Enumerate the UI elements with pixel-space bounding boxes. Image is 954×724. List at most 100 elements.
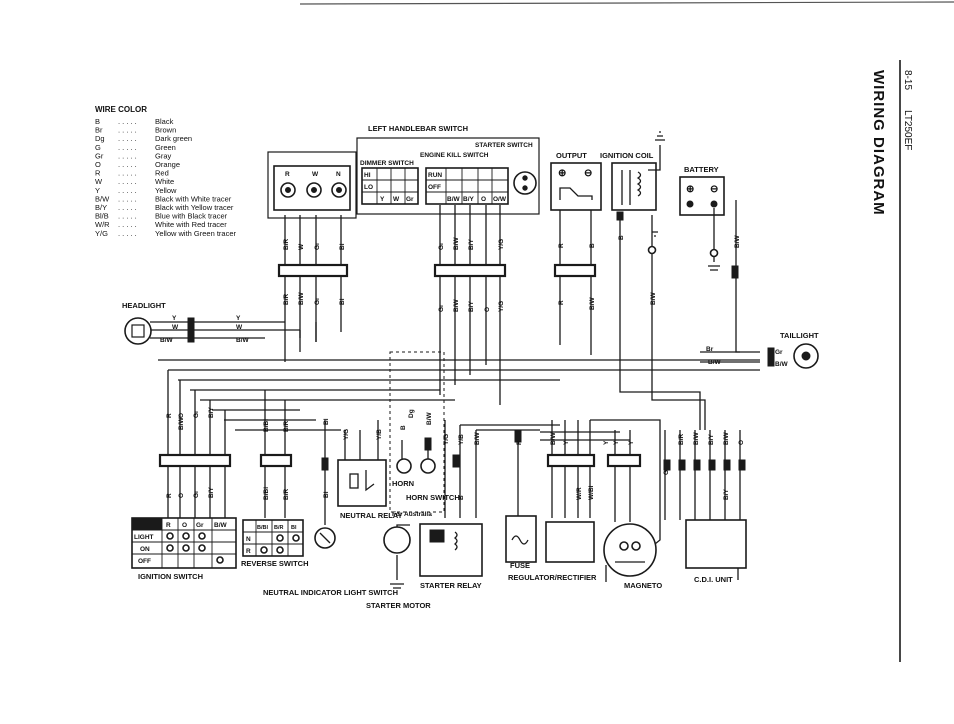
ign-col-r: R (166, 522, 171, 529)
wire-tag: Y (613, 440, 620, 445)
page-title: WIRING DIAGRAM (870, 70, 887, 216)
wire-tag: B/Bl (263, 487, 270, 500)
wire-tag: R (516, 440, 523, 445)
wire-color-code: Y/G (95, 229, 108, 238)
reverse-switch: B/Bl B/R Bl N R REVERSE SWITCH (241, 519, 309, 568)
wire-color-dots: . . . . . (118, 169, 137, 178)
wire-tag: Gr (193, 490, 200, 498)
wire-tag: B/R (283, 421, 290, 433)
horn-switch-icon (420, 458, 436, 474)
wire-tag: B/W (693, 432, 700, 446)
wire-color-dots: . . . . . (118, 160, 137, 169)
wire-tag: Gr (314, 297, 321, 305)
rev-row-r: R (246, 548, 251, 555)
ignition-switch: R O Gr B/W LIGHT ON OFF IGNITION SWITCH (131, 517, 237, 581)
wire-color-dots: . . . . . (118, 220, 137, 229)
wire-tag: B/Bl (263, 419, 270, 432)
wire-color-dots: . . . . . (118, 203, 137, 212)
wire-tag: B/R (283, 239, 290, 251)
ign-row-on: ON (140, 546, 150, 553)
fuse: FUSE (505, 515, 537, 570)
left-handlebar-switch-label: LEFT HANDLEBAR SWITCH (368, 124, 468, 133)
wire-color-name: White (155, 177, 174, 186)
wire-tag: Gr (438, 242, 445, 250)
neutral-relay: NEUTRAL RELAY (337, 459, 403, 520)
svg-text:⊕: ⊕ (686, 184, 694, 195)
wire-color-dots: . . . . . (118, 194, 137, 203)
starter-switch-icon (513, 171, 537, 195)
wire-color-name: Black (155, 117, 174, 126)
for-australia-label: For Australia (392, 511, 432, 518)
starter-relay-box (419, 523, 483, 577)
wire-color-name: Green (155, 143, 176, 152)
wire-tag: Y (236, 315, 241, 322)
wire-color-dots: . . . . . (118, 151, 137, 160)
wire-tag: Bl (323, 418, 330, 425)
wire-color-code: B (95, 117, 100, 126)
rev-row-n: N (246, 536, 251, 543)
wire-tag: W (298, 243, 305, 250)
wire-color-code: Y (95, 186, 100, 195)
horn-icon (396, 458, 412, 474)
ign-row-off: OFF (138, 558, 151, 565)
rev-col-bbl: B/Bl (257, 525, 268, 531)
wire-color-name: Dark green (155, 134, 192, 143)
ignition-switch-label: IGNITION SWITCH (138, 572, 203, 581)
wire-color-name: Yellow (155, 186, 177, 195)
wire-tag: Br (706, 346, 714, 353)
wire-tag: B/W (734, 235, 741, 249)
wire-color-code: B/W (95, 194, 110, 203)
wire-tag: Gr (438, 304, 445, 312)
wire-tag: B/Y (708, 434, 715, 446)
wire-tag: G (663, 470, 670, 475)
page-number: 8-15 (902, 70, 913, 90)
wire-tag: B/W (178, 417, 185, 431)
dimmer-row-hi: HI (364, 172, 371, 179)
dimmer-col-y: Y (380, 196, 385, 203)
starter-relay-label: STARTER RELAY (420, 581, 482, 590)
wire-tag: B/W (650, 292, 657, 306)
magneto: MAGNETO (603, 523, 662, 590)
regulator-label: REGULATOR/RECTIFIER (508, 573, 597, 582)
dimmer-switch-table (361, 167, 419, 205)
kill-col-ow: O/W (493, 196, 507, 203)
output-label: OUTPUT (556, 151, 587, 160)
kill-col-bw: B/W (447, 196, 461, 203)
regulator-rectifier: REGULATOR/RECTIFIER (508, 521, 597, 582)
headlight-bulb-icon (124, 317, 152, 345)
wire-tag: B/R (283, 294, 290, 306)
plug-label-w: W (312, 171, 319, 178)
regulator-box (545, 521, 595, 563)
wire-tag: B (589, 243, 596, 248)
battery: BATTERY ⊕ ⊖ (647, 165, 725, 271)
wire-color-name: Black with White tracer (155, 194, 232, 203)
rev-col-bl: Bl (291, 525, 297, 531)
wire-tag: B/W (453, 237, 460, 251)
dimmer-col-gr: Gr (406, 196, 414, 203)
wire-tag: B/W (589, 297, 596, 311)
kill-col-o: O (481, 196, 486, 203)
wire-color-code: B/Y (95, 203, 107, 212)
page-header: 8-15 LT250EF WIRING DIAGRAM (870, 60, 913, 662)
wire-color-code: R (95, 169, 101, 178)
wire-color-name: Gray (155, 151, 172, 160)
kill-row-run: RUN (428, 172, 442, 179)
starter-motor-icon (383, 526, 411, 554)
wire-color-dots: . . . . . (118, 229, 137, 238)
horn-switch-label: HORN SWITCH (406, 493, 460, 502)
wire-tag: Bl (339, 298, 346, 305)
wire-color-code: Br (95, 126, 103, 135)
wire-tag: B/W (453, 299, 460, 313)
kill-row-off: OFF (428, 184, 441, 191)
wire-tag: O (178, 493, 185, 498)
wire-tag: Y/G (498, 239, 505, 250)
wire-tag: R (166, 413, 173, 418)
wire-color-name: Black with Yellow tracer (155, 203, 234, 212)
wire-tag: Gr (314, 242, 321, 250)
engine-kill-switch-table (425, 167, 509, 205)
neutral-indicator-light-switch: NEUTRAL INDICATOR LIGHT SWITCH (263, 527, 398, 597)
neutral-relay-box (337, 459, 387, 507)
wire-tag: R (558, 300, 565, 305)
